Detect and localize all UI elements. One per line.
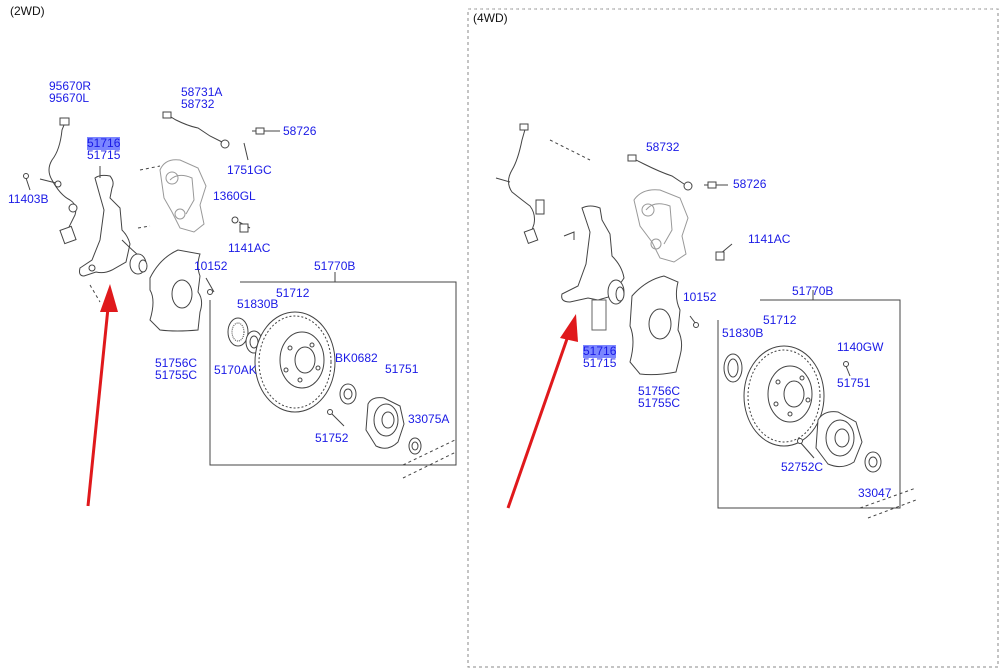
part-number-1360gl[interactable]: 1360GL (213, 189, 256, 203)
brake-hose-4wd (631, 157, 685, 185)
part-number-51751[interactable]: 51751 (385, 362, 419, 376)
part-number-bk0682[interactable]: BK0682 (335, 351, 378, 365)
hub-assembly-frame-2wd (209, 281, 457, 466)
hub-cap-4wd (864, 451, 882, 473)
part-number-95670l[interactable]: 95670L (49, 91, 90, 105)
hub-assembly-frame-4wd (717, 299, 901, 509)
oil-seal-4wd (723, 353, 743, 383)
parts-2wd (23, 111, 457, 479)
part-number-51770b-4wd[interactable]: 51770B (792, 284, 834, 298)
part-number-58732-4wd[interactable]: 58732 (646, 140, 680, 154)
part-number-58732[interactable]: 58732 (181, 97, 215, 111)
parts-4wd (495, 123, 917, 519)
steering-knuckle-2wd (79, 174, 131, 277)
red-arrow-2wd (86, 284, 118, 507)
part-number-5170ak[interactable]: 5170AK (214, 363, 257, 377)
part-number-51756c[interactable]: 51756C (155, 356, 198, 370)
part-number-1141ac[interactable]: 1141AC (228, 241, 271, 255)
part-number-51830b[interactable]: 51830B (237, 297, 279, 311)
part-number-51770b[interactable]: 51770B (314, 259, 356, 273)
part-number-52752c-4wd[interactable]: 52752C (781, 460, 824, 474)
part-number-33075a[interactable]: 33075A (408, 412, 450, 426)
part-number-51830b-4wd[interactable]: 51830B (722, 326, 764, 340)
part-number-95670r[interactable]: 95670R (49, 79, 92, 93)
part-number-51755c-4wd[interactable]: 51755C (638, 396, 681, 410)
part-number-58731a[interactable]: 58731A (181, 85, 223, 99)
part-number-51712[interactable]: 51712 (276, 286, 310, 300)
brake-hose-2wd (165, 113, 223, 143)
abs-sensor-wire-2wd (48, 119, 77, 241)
part-number-10152[interactable]: 10152 (194, 259, 228, 273)
heading-2wd: (2WD) (10, 4, 45, 18)
abs-sensor-wire-4wd (508, 125, 535, 237)
part-number-11403b[interactable]: 11403B (8, 192, 49, 206)
brake-caliper-4wd (633, 189, 689, 263)
brake-caliper-2wd (159, 159, 207, 233)
part-number-51716-4wd-highlighted[interactable]: 51716 (583, 344, 617, 358)
hub-cap-2wd (408, 437, 422, 455)
part-number-58726-4wd[interactable]: 58726 (733, 177, 767, 191)
part-number-51756c-4wd[interactable]: 51756C (638, 384, 681, 398)
part-number-51712-4wd[interactable]: 51712 (763, 313, 797, 327)
part-number-58726[interactable]: 58726 (283, 124, 317, 138)
part-number-51752[interactable]: 51752 (315, 431, 349, 445)
part-number-51751-4wd[interactable]: 51751 (837, 376, 871, 390)
part-number-1751gc[interactable]: 1751GC (227, 163, 272, 177)
part-number-51755c[interactable]: 51755C (155, 368, 198, 382)
red-arrow-4wd (506, 314, 578, 509)
outer-bearing-2wd (339, 383, 357, 405)
oil-seal-2wd (227, 317, 249, 347)
heading-4wd: (4WD) (473, 11, 508, 25)
part-number-33047-4wd[interactable]: 33047 (858, 486, 892, 500)
part-number-1141ac-4wd[interactable]: 1141AC (748, 232, 791, 246)
part-number-51715-4wd[interactable]: 51715 (583, 356, 617, 370)
part-number-51715[interactable]: 51715 (87, 148, 121, 162)
part-number-10152-4wd[interactable]: 10152 (683, 290, 717, 304)
steering-knuckle-4wd (561, 205, 625, 303)
part-number-51716-highlighted[interactable]: 51716 (87, 136, 121, 150)
part-number-1140gw-4wd[interactable]: 1140GW (837, 340, 884, 354)
